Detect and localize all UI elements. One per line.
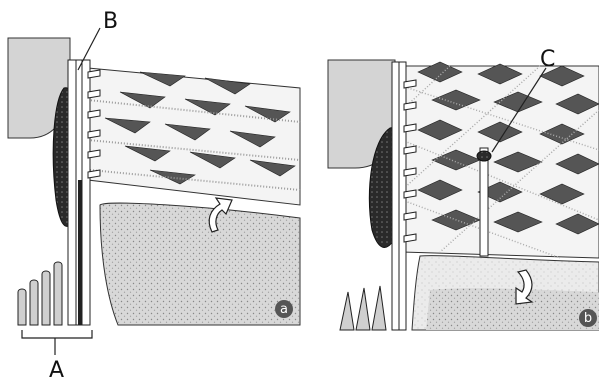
small-body-c (477, 151, 491, 161)
lower-tissue-b-shade (426, 288, 599, 330)
comb-fingers-b (340, 286, 386, 330)
panel-b: b C (328, 47, 599, 330)
label-a: A (49, 358, 64, 381)
callout-a-bracket (22, 330, 92, 355)
label-b: B (103, 9, 118, 34)
comb-fingers-a (18, 262, 62, 325)
panel-b-letter: b (584, 311, 592, 326)
spine-a (68, 60, 90, 325)
stalk-b (480, 148, 488, 256)
panel-a: a A B (8, 9, 300, 381)
panel-a-letter: a (280, 302, 288, 317)
label-c: C (540, 47, 555, 72)
lower-tissue-a (100, 203, 300, 325)
